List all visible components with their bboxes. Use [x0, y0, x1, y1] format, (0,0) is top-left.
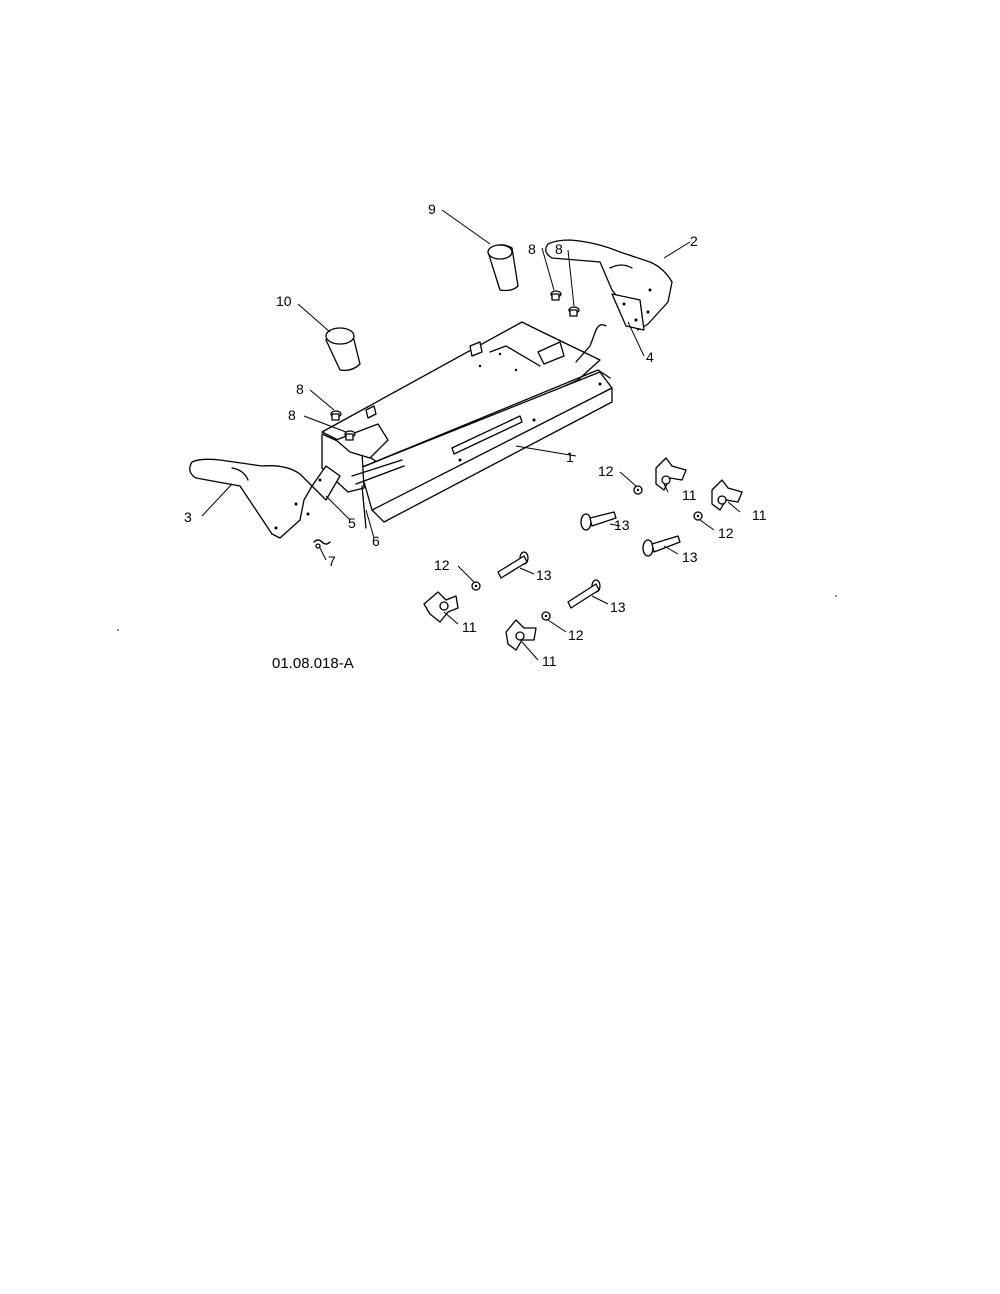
rod-drawing: [351, 459, 405, 529]
nut-icon: [541, 611, 551, 621]
screw-icon: [568, 306, 580, 317]
screw-icon: [344, 430, 356, 441]
nuts-12-drawing: [471, 485, 703, 621]
wing-knob-icon: [423, 591, 459, 623]
carriage-bolt-icon: [642, 535, 681, 557]
carriage-bolts-13-drawing: [497, 511, 681, 609]
handle-lever-right-drawing: [545, 239, 673, 331]
clip-drawing: [313, 539, 331, 549]
callout-part-10: 10: [276, 293, 292, 309]
callout-part-2: 2: [690, 233, 698, 249]
callout-part-1: 1: [566, 449, 574, 465]
callout-part-11: 11: [462, 619, 477, 635]
knob-10-drawing: [325, 327, 361, 372]
carriage-bolt-icon: [497, 551, 529, 579]
callout-part-8: 8: [555, 241, 563, 257]
handle-lever-left-drawing: [189, 458, 313, 539]
nut-icon: [633, 485, 643, 495]
callout-part-13: 13: [610, 599, 626, 615]
callout-part-6: 6: [372, 533, 380, 549]
callout-part-8: 8: [288, 407, 296, 423]
callout-labels: 1 2 3 4 5 6 7 8 8 8 8 9 10 11 11 11 11 1…: [184, 201, 767, 669]
callout-part-8: 8: [528, 241, 536, 257]
screw-icon: [550, 290, 562, 301]
wing-knobs-11-drawing: [423, 457, 743, 651]
callout-part-12: 12: [718, 525, 734, 541]
nut-icon: [693, 511, 703, 521]
callout-part-4: 4: [646, 349, 654, 365]
callout-part-12: 12: [434, 557, 450, 573]
base-bracket-drawing: [321, 321, 613, 523]
callout-part-13: 13: [614, 517, 630, 533]
wing-knob-icon: [505, 619, 537, 651]
callout-part-9: 9: [428, 201, 436, 217]
callout-part-13: 13: [536, 567, 552, 583]
wing-knob-icon: [655, 457, 687, 491]
mounting-plate-4-drawing: [611, 293, 645, 331]
callout-part-11: 11: [752, 507, 767, 523]
leader-lines: [201, 209, 741, 661]
callout-part-11: 11: [542, 653, 557, 669]
drawing-id: 01.08.018-A: [272, 655, 354, 672]
nut-icon: [471, 581, 481, 591]
callout-part-7: 7: [328, 553, 336, 569]
wing-knob-icon: [711, 479, 743, 511]
callout-part-5: 5: [348, 515, 356, 531]
scan-speck: [117, 629, 119, 631]
callout-part-12: 12: [598, 463, 614, 479]
carriage-bolt-icon: [580, 511, 617, 531]
callout-part-11: 11: [682, 487, 697, 503]
callout-part-12: 12: [568, 627, 584, 643]
carriage-bolt-icon: [567, 579, 601, 609]
callout-part-3: 3: [184, 509, 192, 525]
callout-part-8: 8: [296, 381, 304, 397]
knob-9-drawing: [487, 244, 519, 292]
callout-part-13: 13: [682, 549, 698, 565]
screw-icon: [330, 410, 342, 421]
scan-speck: [835, 595, 837, 597]
mounting-plate-5-drawing: [311, 465, 341, 501]
screws-8-drawing: [330, 290, 580, 441]
